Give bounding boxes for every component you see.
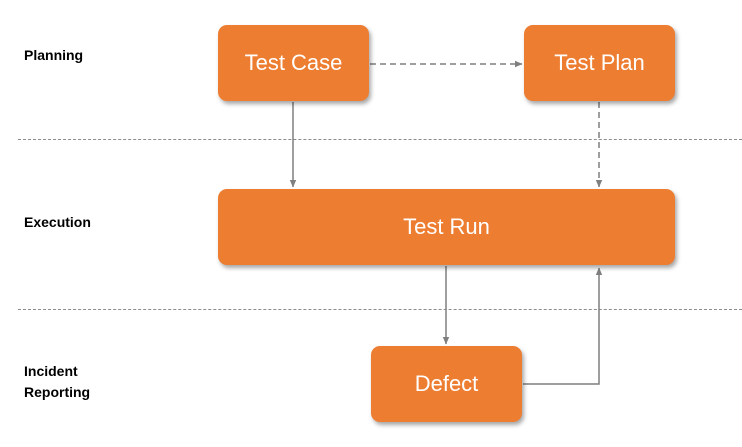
node-test-case[interactable]: Test Case xyxy=(218,25,369,101)
lane-label-incident-reporting: Incident Reporting xyxy=(24,363,91,400)
node-defect-label: Defect xyxy=(414,371,479,396)
node-test-run-label: Test Run xyxy=(403,214,490,239)
edge-defect-to-test-run xyxy=(523,267,603,385)
lane-divider-planning-execution xyxy=(18,139,742,140)
lane-divider-execution-incident xyxy=(18,309,742,310)
node-test-plan-label: Test Plan xyxy=(554,50,645,75)
node-test-case-label: Test Case xyxy=(244,50,343,75)
lane-label-execution: Execution xyxy=(24,214,91,230)
lane-label-planning: Planning xyxy=(24,47,84,63)
node-test-plan[interactable]: Test Plan xyxy=(524,25,675,101)
node-test-run[interactable]: Test Run xyxy=(218,189,675,265)
node-defect[interactable]: Defect xyxy=(371,346,522,422)
